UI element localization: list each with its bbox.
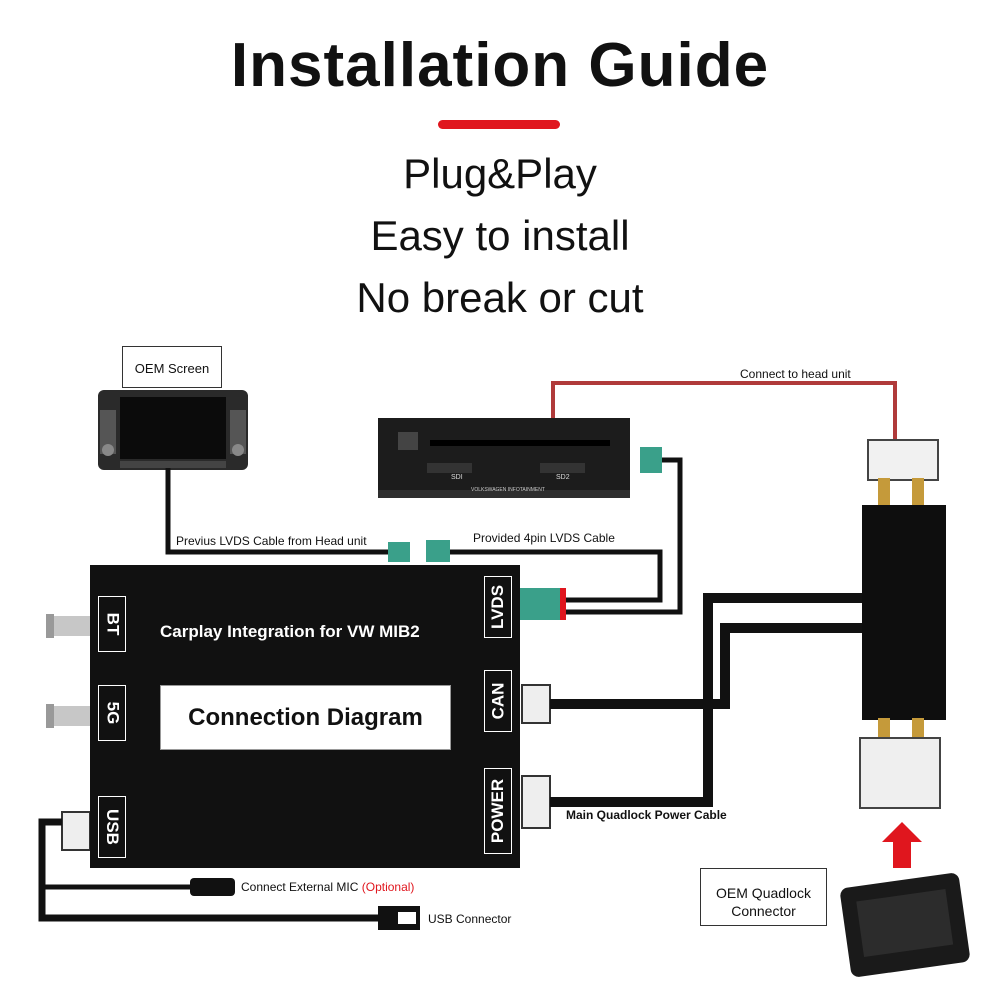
mic-optional-label: (Optional) <box>361 880 415 894</box>
slot-sdi-label: SDI <box>451 474 463 481</box>
power-wire <box>550 593 870 807</box>
port-power: POWER <box>484 768 512 854</box>
can-plug <box>521 684 551 724</box>
slot-sd2-label: SD2 <box>556 474 570 481</box>
oem-screen-label: OEM Screen <box>122 346 222 388</box>
usb-cable <box>38 818 380 922</box>
oem-quadlock-graphic <box>840 873 970 977</box>
port-lvds: LVDS <box>484 576 512 638</box>
feature-line-3: No break or cut <box>356 274 644 321</box>
usb-plug <box>61 811 91 851</box>
connect-head-unit-label: Connect to head unit <box>740 367 851 381</box>
lvds-coupler-right <box>426 540 450 562</box>
port-can: CAN <box>484 670 512 732</box>
page-title: Installation Guide <box>230 31 770 100</box>
usb-connector-label: USB Connector <box>428 912 512 926</box>
oem-screen-graphic <box>98 390 248 470</box>
head-unit-brand: VOLKSWAGEN INFOTAINMENT <box>471 487 545 493</box>
quadlock-arrow-head <box>882 822 922 842</box>
power-plug <box>521 775 551 829</box>
module-lvds-plug <box>520 588 562 620</box>
quadlock-harness-graphic <box>859 439 946 809</box>
mic-jack <box>190 878 235 896</box>
head-unit-wire <box>551 381 897 440</box>
quadlock-arrow-shaft <box>893 840 911 868</box>
title-underline <box>438 120 560 129</box>
previous-lvds-wire <box>165 468 395 555</box>
feature-line-2: Easy to install <box>370 212 630 259</box>
provided-lvds-wire <box>448 549 663 603</box>
module-title: Carplay Integration for VW MIB2 <box>160 622 420 641</box>
port-bt: BT <box>98 596 126 652</box>
can-wire <box>550 623 870 709</box>
port-5g: 5G <box>98 685 126 741</box>
head-unit-lvds-wire <box>563 457 683 615</box>
feature-line-1: Plug&Play <box>403 150 597 197</box>
lvds-coupler-left <box>388 542 410 562</box>
head-unit-lvds-plug <box>640 447 662 473</box>
mic-label-text: Connect External MIC <box>241 880 359 894</box>
provided-lvds-label: Provided 4pin LVDS Cable <box>473 531 615 545</box>
bt-antenna-graphic <box>46 614 90 638</box>
head-unit-graphic <box>378 418 630 498</box>
main-power-label: Main Quadlock Power Cable <box>566 808 727 822</box>
5g-antenna-graphic <box>46 704 90 728</box>
port-usb: USB <box>98 796 126 858</box>
mic-label: Connect External MIC (Optional) <box>241 880 414 894</box>
previous-lvds-label: Previus LVDS Cable from Head unit <box>176 534 367 548</box>
oem-quadlock-label: OEM Quadlock Connector <box>700 868 827 926</box>
connection-diagram-label: Connection Diagram <box>160 685 451 750</box>
